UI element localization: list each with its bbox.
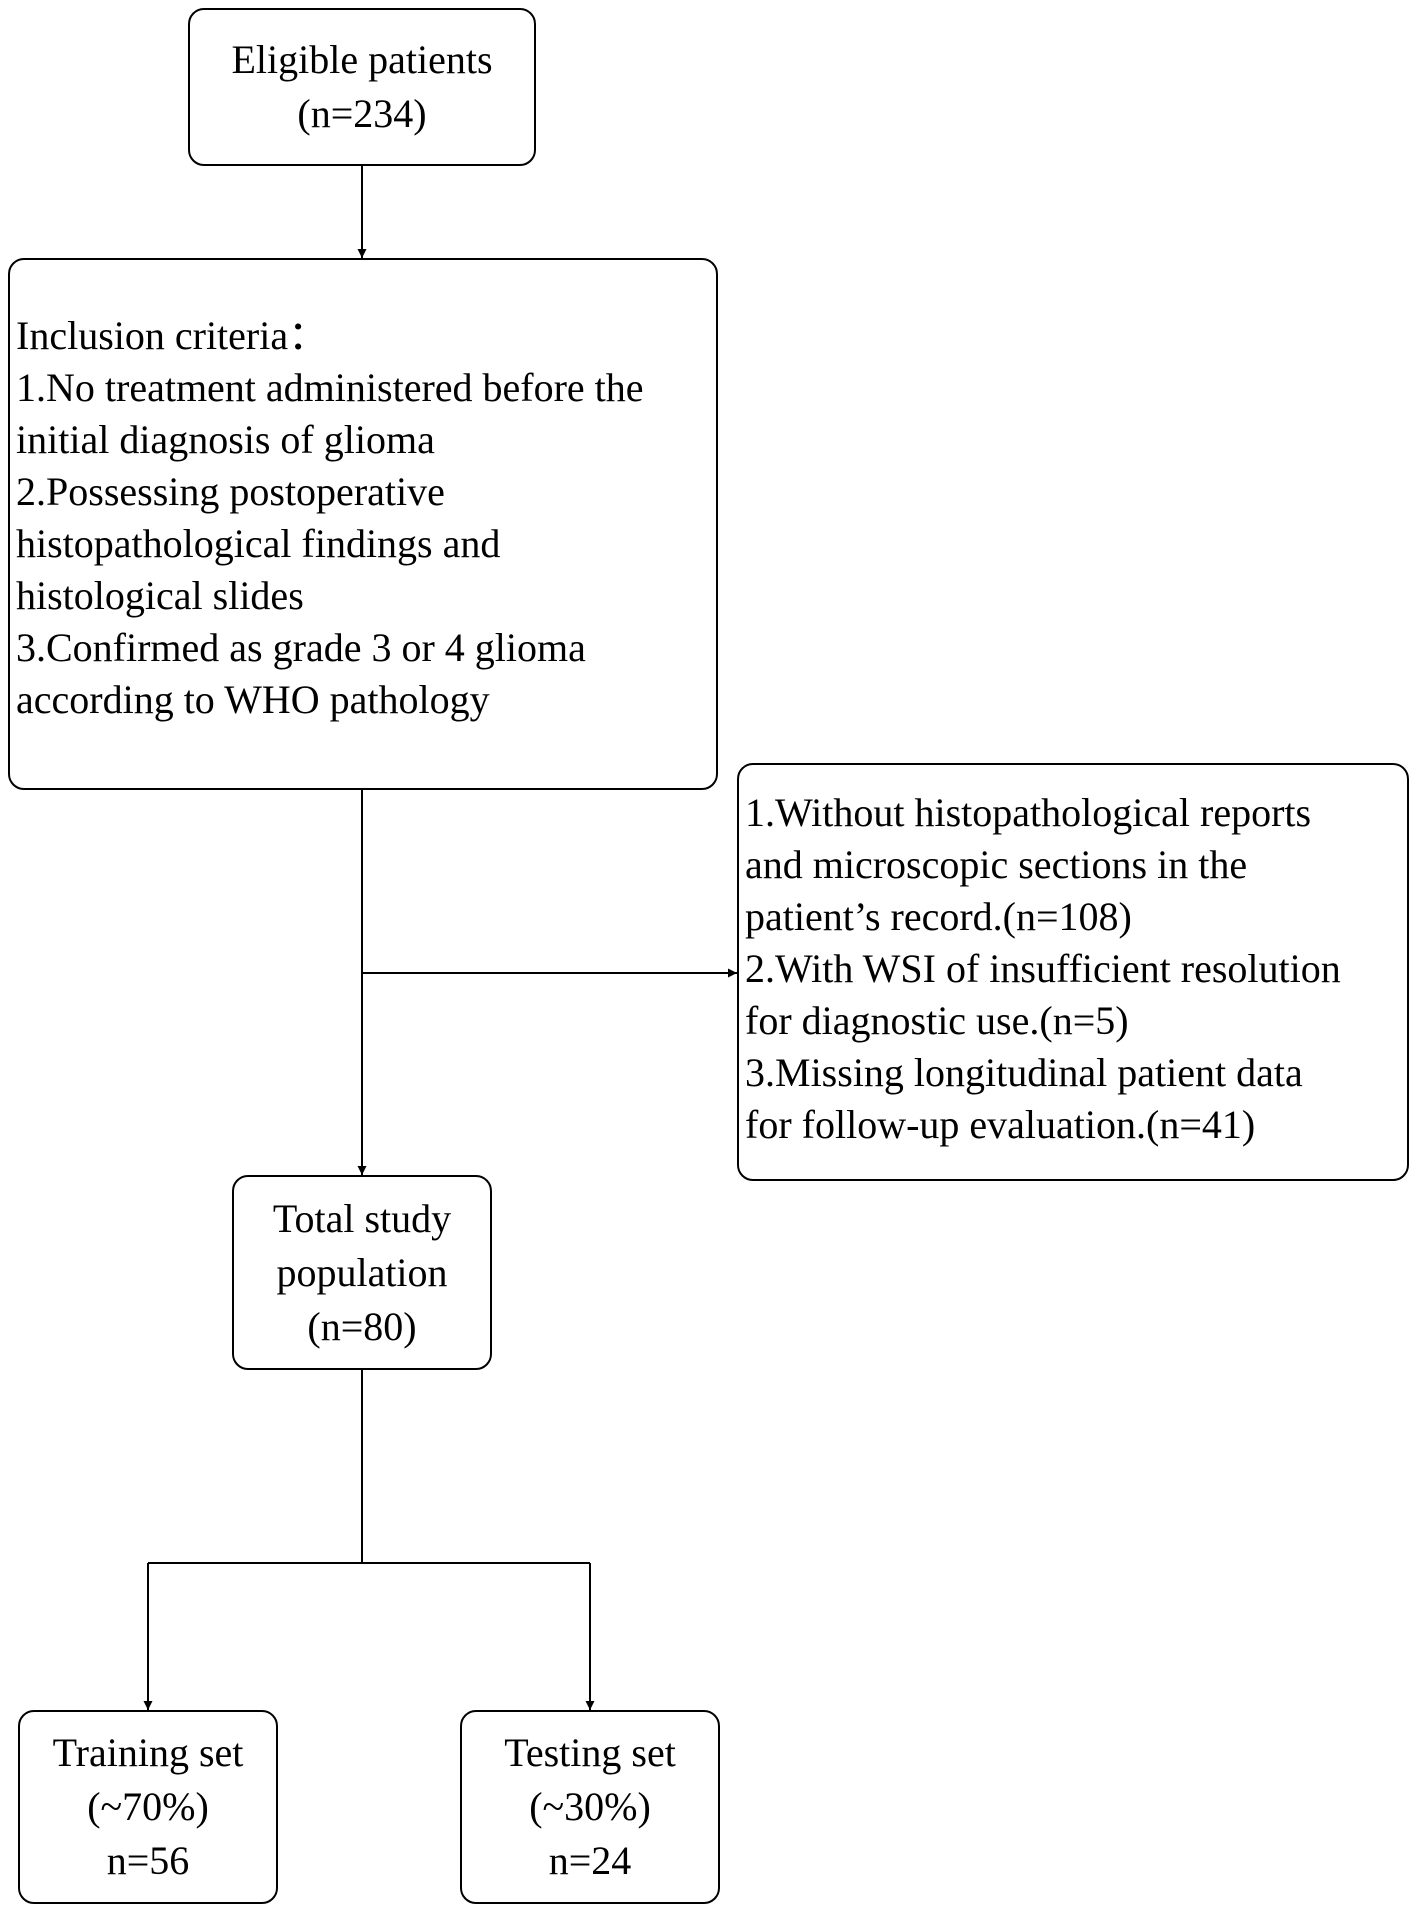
- exclusion-line: 3.Missing longitudinal patient data: [745, 1050, 1303, 1095]
- testing-set-box: Testing set (~30%) n=24: [460, 1710, 720, 1904]
- inclusion-line: initial diagnosis of glioma: [16, 417, 435, 462]
- exclusion-criteria-box: 1.Without histopathological reports and …: [737, 763, 1409, 1181]
- testing-count: n=24: [548, 1838, 632, 1883]
- training-count: n=56: [106, 1838, 190, 1883]
- total-count: (n=80): [307, 1303, 417, 1349]
- inclusion-heading: Inclusion criteria：: [16, 313, 329, 358]
- total-line2: population: [276, 1249, 448, 1295]
- inclusion-line: histological slides: [16, 573, 304, 618]
- eligible-count: (n=234): [297, 91, 427, 136]
- inclusion-criteria-box: Inclusion criteria： 1.No treatment admin…: [8, 258, 718, 790]
- eligible-title: Eligible patients: [231, 37, 493, 82]
- inclusion-line: according to WHO pathology: [16, 677, 490, 722]
- inclusion-line: 2.Possessing postoperative: [16, 469, 445, 514]
- training-percent: (~70%): [87, 1784, 209, 1829]
- testing-percent: (~30%): [529, 1784, 651, 1829]
- testing-title: Testing set: [504, 1730, 676, 1775]
- exclusion-line: patient’s record.(n=108): [745, 894, 1132, 939]
- total-line1: Total study: [272, 1195, 452, 1241]
- exclusion-line: for follow-up evaluation.(n=41): [745, 1102, 1256, 1147]
- exclusion-line: 2.With WSI of insufficient resolution: [745, 946, 1341, 991]
- eligible-patients-box: Eligible patients (n=234): [188, 8, 536, 166]
- exclusion-line: and microscopic sections in the: [745, 842, 1248, 887]
- training-set-box: Training set (~70%) n=56: [18, 1710, 278, 1904]
- training-title: Training set: [52, 1730, 244, 1775]
- exclusion-line: for diagnostic use.(n=5): [745, 998, 1129, 1043]
- inclusion-line: 1.No treatment administered before the: [16, 365, 644, 410]
- exclusion-line: 1.Without histopathological reports: [745, 790, 1312, 835]
- inclusion-line: 3.Confirmed as grade 3 or 4 glioma: [16, 625, 586, 670]
- total-population-box: Total study population (n=80): [232, 1175, 492, 1370]
- inclusion-line: histopathological findings and: [16, 521, 501, 566]
